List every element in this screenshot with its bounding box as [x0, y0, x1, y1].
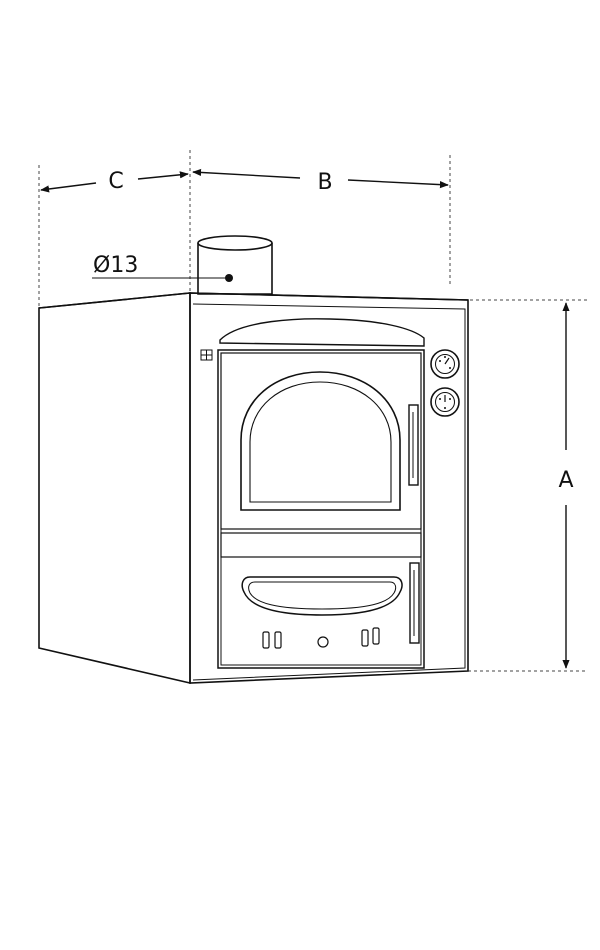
- flue-pipe: [197, 235, 273, 295]
- oven-upper-door: [220, 352, 422, 530]
- flue-diameter-dot: [225, 274, 233, 282]
- oven-vent-slot: [262, 631, 270, 649]
- flue-diameter-callout: Ø13: [92, 253, 233, 282]
- oven-housing: [38, 292, 469, 685]
- oven-upper-latch: [408, 404, 419, 486]
- oven-door-frame-inner: [220, 352, 422, 666]
- flue-diameter-label: Ø13: [93, 253, 138, 278]
- oven-door-latches: [408, 404, 420, 644]
- thermometer-gauge-inner: [435, 392, 455, 412]
- brand-logo-icon: [200, 349, 213, 361]
- dimension-c-label: C: [108, 169, 123, 194]
- thermometer-gauge-tick: [444, 356, 446, 358]
- dimension-c-arrow-right: [137, 171, 189, 180]
- oven-door-frame: [217, 349, 425, 669]
- dimension-a-label: A: [558, 468, 573, 493]
- thermometer-gauge-inner: [435, 354, 455, 374]
- oven-divider-band: [220, 532, 422, 558]
- thermometer-gauge-tick: [439, 360, 441, 362]
- dimension-b-arrow-right: [347, 179, 449, 189]
- flue-pipe-top: [197, 235, 273, 251]
- oven-door-assembly: [217, 349, 425, 669]
- oven-center-knob: [317, 636, 329, 648]
- dimension-a: A: [558, 302, 574, 669]
- oven-vent-slot: [361, 629, 369, 647]
- oven-lower-latch: [409, 562, 420, 644]
- oven-top-trim: [219, 318, 425, 347]
- thermometer-gauge-tick: [449, 367, 451, 369]
- oven-lower-handle-inner: [248, 581, 397, 610]
- oven-front-panel: [189, 292, 469, 684]
- dimension-b-arrow-left: [192, 168, 301, 179]
- thermometer-gauge-tick: [449, 398, 451, 400]
- oven-vent-slot: [274, 631, 282, 649]
- extension-lines: [38, 150, 588, 672]
- oven-vent-slot: [372, 627, 380, 645]
- dimension-b: B: [192, 168, 449, 195]
- thermometer-gauge-tick: [444, 407, 446, 409]
- thermometer-gauge-tick: [439, 398, 441, 400]
- thermometer-gauge-needle: [444, 357, 450, 365]
- thermometer-gauge-outer: [430, 387, 460, 417]
- oven-front-inner-border: [192, 303, 466, 681]
- thermometer-gauge-outer: [430, 349, 460, 379]
- oven-side-panel: [38, 292, 191, 685]
- dimension-c: C: [40, 169, 189, 194]
- oven-lower-handle-outer: [241, 576, 403, 616]
- oven-gauges: [430, 349, 460, 417]
- dimension-c-arrow-left: [40, 182, 97, 193]
- oven-arched-window-outer: [240, 371, 401, 511]
- dimension-b-label: B: [317, 170, 332, 195]
- oven-arched-window-inner: [249, 381, 392, 503]
